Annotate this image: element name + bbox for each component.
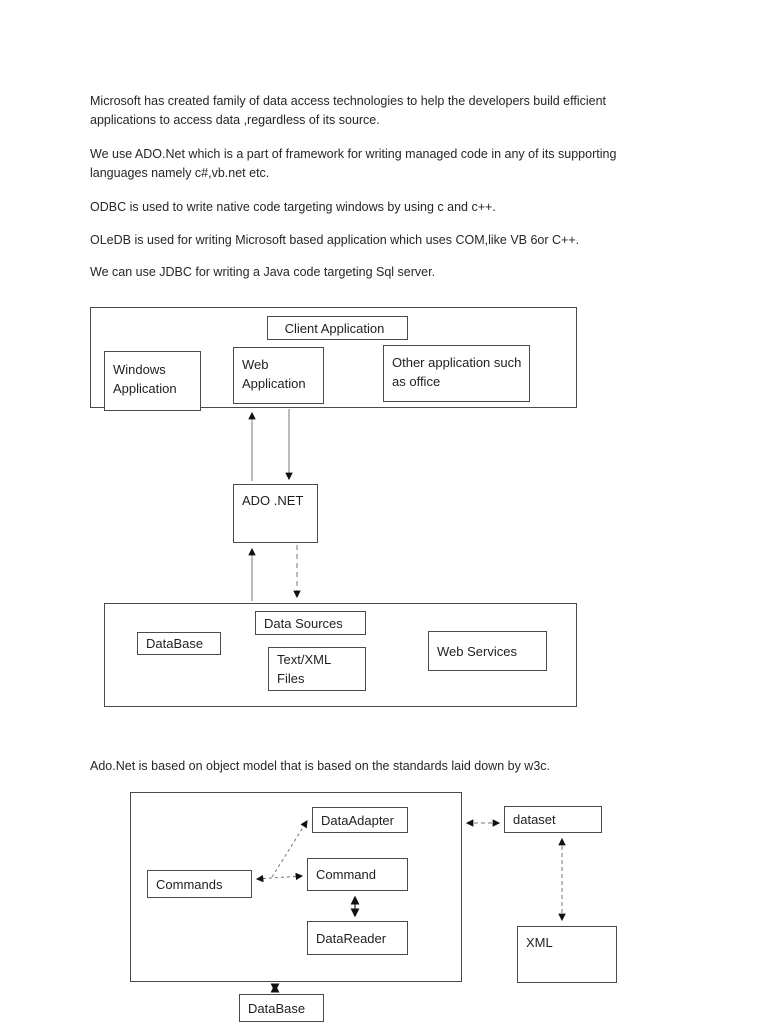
paragraph-line: We use ADO.Net which is a part of framew… [90, 147, 617, 161]
client-application-box: Client Application [267, 316, 408, 340]
paragraph-line: languages namely c#,vb.net etc. [90, 166, 270, 180]
data-sources-label: Data Sources [264, 615, 343, 631]
datareader-box: DataReader [307, 921, 408, 955]
datareader-label: DataReader [316, 930, 387, 946]
dataadapter-label: DataAdapter [321, 812, 394, 828]
windows-application-label: Windows Application [113, 362, 177, 396]
paragraph-line: applications to access data ,regardless … [90, 113, 380, 127]
web-application-box: Web Application [233, 347, 324, 404]
database-bottom-label: DataBase [248, 1000, 306, 1016]
paragraph-oledb: OLeDB is used for writing Microsoft base… [90, 231, 579, 250]
xml-label: XML [526, 935, 553, 950]
web-services-box: Web Services [428, 631, 547, 671]
database-label: DataBase [146, 636, 204, 651]
command-label: Command [316, 867, 376, 882]
dataadapter-box: DataAdapter [312, 807, 408, 833]
text-xml-files-label: Text/XML Files [277, 652, 331, 686]
paragraph-intro: Microsoft has created family of data acc… [90, 92, 606, 130]
database-bottom-box: DataBase [239, 994, 324, 1022]
data-sources-box: Data Sources [255, 611, 366, 635]
dataset-box: dataset [504, 806, 602, 833]
windows-application-box: Windows Application [104, 351, 201, 411]
paragraph-odbc: ODBC is used to write native code target… [90, 198, 496, 217]
other-application-box: Other application such as office [383, 345, 530, 402]
web-services-label: Web Services [437, 643, 517, 659]
paragraph-line: ODBC is used to write native code target… [90, 200, 496, 214]
paragraph-line: Ado.Net is based on object model that is… [90, 759, 551, 773]
dataset-label: dataset [513, 812, 556, 827]
client-application-label: Client Application [284, 320, 385, 336]
paragraph-line: Microsoft has created family of data acc… [90, 94, 607, 108]
commands-label: Commands [156, 876, 223, 892]
text-xml-files-box: Text/XML Files [268, 647, 366, 691]
web-application-label: Web Application [242, 357, 306, 391]
database-box: DataBase [137, 632, 221, 655]
paragraph-line: OLeDB is used for writing Microsoft base… [90, 233, 580, 247]
command-box: Command [307, 858, 408, 891]
paragraph-line: We can use JDBC for writing a Java code … [90, 265, 436, 279]
other-application-label: Other application such as office [392, 355, 522, 389]
paragraph-object-model: Ado.Net is based on object model that is… [90, 757, 550, 776]
ado-net-label: ADO .NET [242, 493, 304, 508]
ado-net-box: ADO .NET [233, 484, 318, 543]
xml-box: XML [517, 926, 617, 983]
paragraph-adonet: We use ADO.Net which is a part of framew… [90, 145, 616, 183]
paragraph-jdbc: We can use JDBC for writing a Java code … [90, 263, 435, 282]
commands-box: Commands [147, 870, 252, 898]
